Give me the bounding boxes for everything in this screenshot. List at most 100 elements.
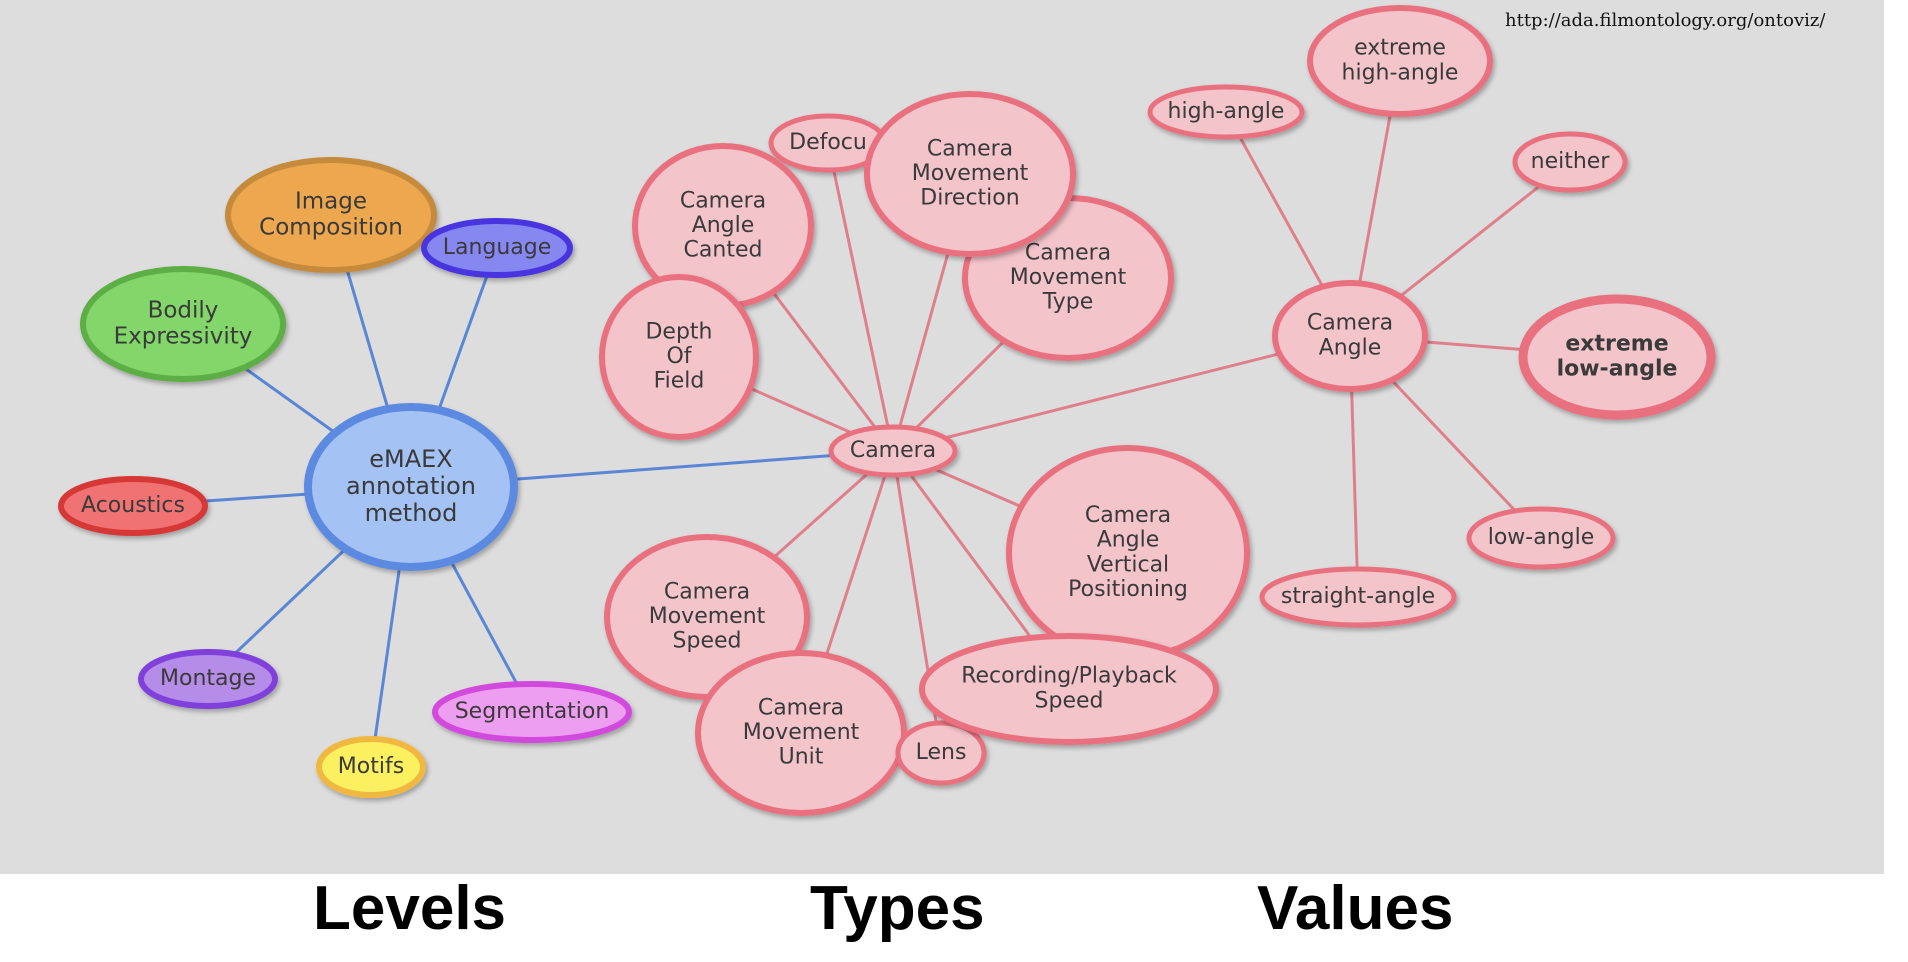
node-low-angle[interactable]: low-angle — [1466, 506, 1616, 570]
node-shape-low-angle[interactable] — [1466, 506, 1616, 570]
node-label-image-composition-line-2: Composition — [259, 214, 403, 240]
node-shape-language[interactable] — [421, 218, 573, 278]
node-label-high-angle-line-1: high-angle — [1168, 99, 1285, 124]
footer-values-label: Values — [1257, 874, 1454, 943]
node-label-emaex-line-2: annotation — [346, 472, 476, 500]
node-label-camera-movement-speed-line-3: Speed — [673, 629, 742, 654]
node-segmentation[interactable]: Segmentation — [432, 681, 632, 743]
node-acoustics[interactable]: Acoustics — [58, 476, 208, 536]
node-label-emaex-line-3: method — [365, 499, 458, 527]
node-label-camera-movement-type-line-3: Type — [1042, 290, 1094, 315]
node-camera[interactable]: Camera — [828, 424, 958, 478]
node-label-lens-line-1: Lens — [916, 740, 967, 765]
node-label-depth-of-field-line-2: Of — [666, 344, 692, 369]
node-motifs[interactable]: Motifs — [316, 736, 426, 798]
node-neither[interactable]: neither — [1512, 131, 1628, 193]
node-label-bodily-expressivity-line-2: Expressivity — [114, 323, 253, 349]
node-label-camera-movement-type-line-2: Movement — [1010, 265, 1127, 290]
node-lens[interactable]: Lens — [895, 720, 987, 786]
node-label-camera-angle-line-1: Camera — [1307, 311, 1393, 336]
node-shape-emaex[interactable] — [304, 403, 518, 571]
node-label-recording-playback-speed-line-1: Recording/Playback — [961, 664, 1177, 689]
node-label-camera-movement-direction-line-3: Direction — [920, 186, 1019, 211]
node-label-low-angle-line-1: low-angle — [1488, 525, 1595, 550]
node-shape-lens[interactable] — [895, 720, 987, 786]
node-high-angle[interactable]: high-angle — [1147, 84, 1305, 140]
node-label-defocus-line-1: Defocu — [789, 130, 867, 155]
footer-levels-label: Levels — [313, 874, 507, 943]
source-url: http://ada.filmontology.org/ontoviz/ — [1505, 10, 1826, 31]
node-label-camera-angle-vertical-positioning-line-1: Camera — [1085, 503, 1171, 528]
node-shape-bodily-expressivity[interactable] — [80, 266, 286, 382]
node-label-language-line-1: Language — [443, 235, 552, 260]
footer-types-label: Types — [810, 874, 985, 943]
node-shape-segmentation[interactable] — [432, 681, 632, 743]
edge-camera-to-defocus — [826, 142, 895, 452]
edge-camera-to-camera-angle — [892, 334, 1351, 453]
node-language[interactable]: Language — [421, 218, 573, 278]
node-label-segmentation-line-1: Segmentation — [455, 699, 610, 724]
node-shape-acoustics[interactable] — [58, 476, 208, 536]
node-shape-camera-angle[interactable] — [1272, 280, 1428, 392]
node-label-extreme-high-angle-line-1: extreme — [1354, 36, 1446, 61]
node-label-neither-line-1: neither — [1531, 149, 1611, 174]
node-label-emaex-line-1: eMAEX — [369, 445, 453, 473]
node-label-camera-angle-canted-line-2: Angle — [692, 213, 755, 238]
node-shape-recording-playback-speed[interactable] — [919, 633, 1219, 745]
node-shape-extreme-low-angle[interactable] — [1518, 294, 1716, 420]
node-label-camera-movement-unit-line-3: Unit — [779, 745, 824, 770]
node-label-camera-angle-vertical-positioning-line-4: Positioning — [1068, 577, 1188, 602]
node-label-camera-movement-direction-line-2: Movement — [912, 161, 1029, 186]
node-label-camera-angle-canted-line-3: Canted — [684, 238, 763, 263]
node-label-camera-movement-unit-line-2: Movement — [743, 720, 860, 745]
node-montage[interactable]: Montage — [138, 649, 278, 709]
node-label-camera-movement-speed-line-1: Camera — [664, 579, 750, 604]
node-label-camera-angle-vertical-positioning-line-2: Angle — [1097, 528, 1160, 553]
node-straight-angle[interactable]: straight-angle — [1259, 566, 1457, 628]
node-label-extreme-low-angle-line-1: extreme — [1565, 332, 1668, 357]
node-shape-depth-of-field[interactable] — [599, 274, 759, 440]
node-label-montage-line-1: Montage — [160, 666, 256, 691]
node-label-camera-movement-speed-line-2: Movement — [649, 604, 766, 629]
node-shape-motifs[interactable] — [316, 736, 426, 798]
node-label-camera-movement-unit-line-1: Camera — [758, 695, 844, 720]
node-shape-high-angle[interactable] — [1147, 84, 1305, 140]
node-label-camera-movement-type-line-1: Camera — [1025, 240, 1111, 265]
node-label-camera-angle-canted-line-1: Camera — [680, 188, 766, 213]
node-label-motifs-line-1: Motifs — [338, 754, 404, 779]
node-shape-extreme-high-angle[interactable] — [1307, 5, 1493, 117]
node-shape-camera-movement-unit[interactable] — [695, 650, 907, 816]
node-label-acoustics-line-1: Acoustics — [81, 493, 185, 518]
node-shape-image-composition[interactable] — [225, 157, 437, 273]
node-shape-montage[interactable] — [138, 649, 278, 709]
node-label-recording-playback-speed-line-2: Speed — [1035, 688, 1104, 713]
node-shape-neither[interactable] — [1512, 131, 1628, 193]
node-label-straight-angle-line-1: straight-angle — [1281, 584, 1435, 609]
node-label-depth-of-field-line-1: Depth — [645, 319, 712, 344]
node-label-camera-movement-direction-line-1: Camera — [927, 136, 1013, 161]
node-shape-straight-angle[interactable] — [1259, 566, 1457, 628]
node-label-camera-angle-vertical-positioning-line-3: Vertical — [1087, 552, 1169, 577]
node-label-bodily-expressivity-line-1: Bodily — [148, 298, 219, 324]
node-shape-camera-movement-direction[interactable] — [864, 91, 1076, 257]
node-label-depth-of-field-line-3: Field — [654, 369, 705, 394]
node-label-extreme-low-angle-line-2: low-angle — [1557, 356, 1678, 381]
node-label-camera-line-1: Camera — [850, 438, 936, 463]
node-label-camera-angle-line-2: Angle — [1319, 335, 1382, 360]
node-shape-camera[interactable] — [828, 424, 958, 478]
